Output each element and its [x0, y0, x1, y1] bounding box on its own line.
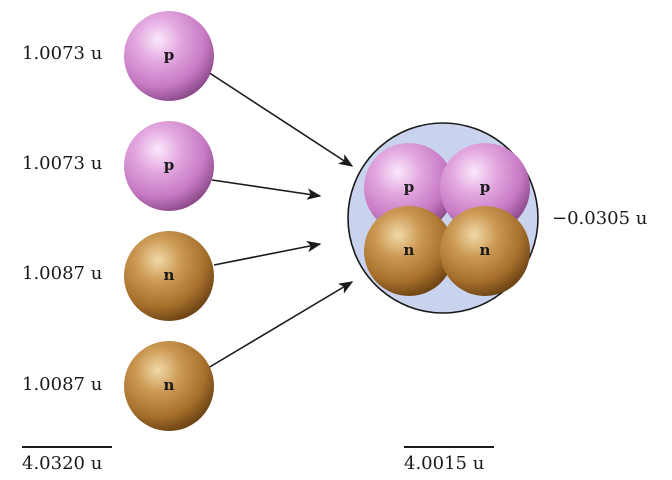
reactant-total: 4.0320 u	[22, 446, 112, 474]
nucleus-neutron-1-symbol: n	[404, 241, 415, 259]
reactant-mass-label-3: 1.0087 u	[22, 263, 103, 284]
nucleus-proton-1-symbol: p	[404, 178, 415, 196]
nucleus-neutron-2-symbol: n	[480, 241, 491, 259]
reactant-mass-label-1: 1.0073 u	[22, 43, 103, 64]
nucleus-proton-1: p	[364, 143, 454, 233]
reactant-neutron-1-symbol: n	[164, 266, 175, 284]
mass-defect-label: −0.0305 u	[552, 208, 648, 229]
reactant-neutron-1: n	[124, 231, 214, 321]
nucleus-proton-2-symbol: p	[480, 178, 491, 196]
reactant-mass-label-4: 1.0087 u	[22, 374, 103, 395]
reactant-mass-label-2: 1.0073 u	[22, 153, 103, 174]
reactant-proton-2: p	[124, 121, 214, 211]
arrow-neutron-2	[207, 281, 354, 369]
nucleus-total: 4.0015 u	[404, 446, 494, 474]
arrow-proton-1	[207, 71, 354, 167]
reactant-proton-2-symbol: p	[164, 156, 175, 174]
reactant-neutron-2: n	[124, 341, 214, 431]
arrow-neutron-1	[213, 240, 322, 266]
reactant-proton-1: p	[124, 11, 214, 101]
arrow-proton-2	[211, 179, 322, 200]
reactant-proton-1-symbol: p	[164, 46, 175, 64]
nucleus-neutron-2: n	[440, 206, 530, 296]
reactant-neutron-2-symbol: n	[164, 376, 175, 394]
helium-nucleus: p p n n	[347, 122, 539, 314]
nucleus-proton-2: p	[440, 143, 530, 233]
nucleus-neutron-1: n	[364, 206, 454, 296]
